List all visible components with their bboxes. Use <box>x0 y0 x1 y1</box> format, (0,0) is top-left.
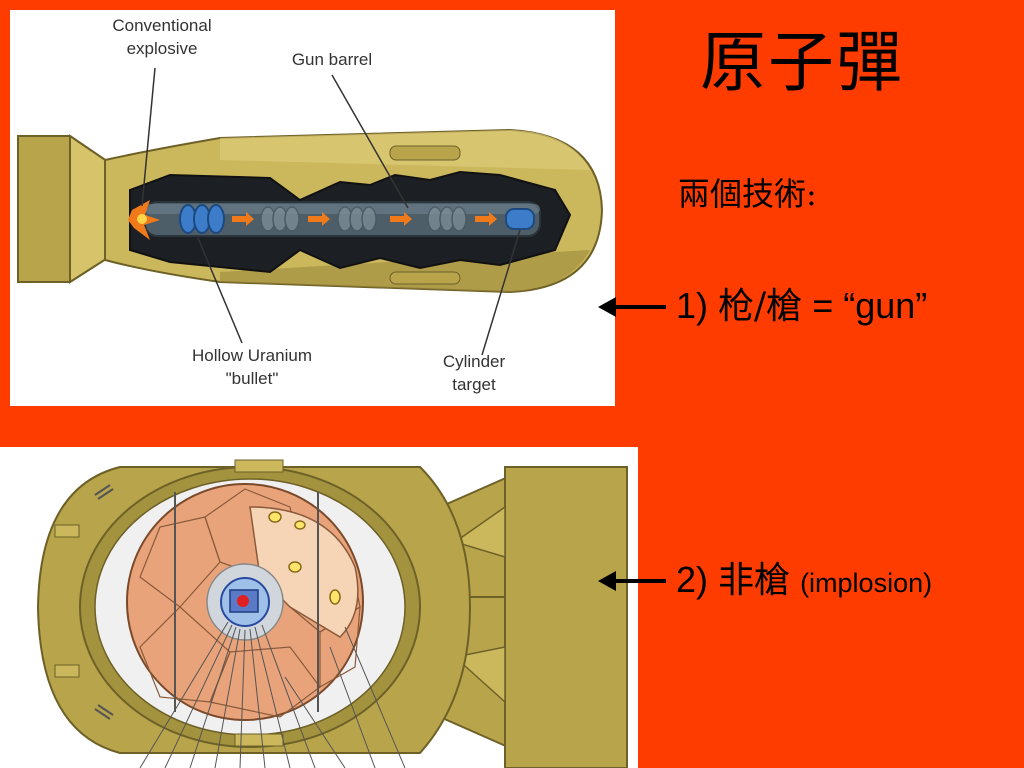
label-explosive-2: explosive <box>127 39 198 58</box>
label-bullet-1: Hollow Uranium <box>192 346 312 365</box>
cylinder-target <box>505 208 535 230</box>
item1-chinese: 枪/槍 <box>718 286 803 327</box>
technique-gun: 1) 枪/槍 = “gun” <box>676 288 927 325</box>
gun-type-diagram: Conventional explosive Gun barrel Hollow… <box>10 10 615 406</box>
slide-subtitle: 兩個技術: <box>678 175 817 213</box>
item2-chinese: 非槍 <box>718 560 791 601</box>
initiator <box>237 595 249 607</box>
implosion-type-diagram <box>0 447 638 768</box>
item1-number: 1) <box>676 285 709 326</box>
left-arrow-icon <box>598 297 666 317</box>
item1-english: = “gun” <box>812 285 928 326</box>
slide-title: 原子彈 <box>700 24 904 101</box>
item2-number: 2) <box>676 559 709 600</box>
label-barrel: Gun barrel <box>292 50 372 69</box>
label-explosive-1: Conventional <box>112 16 211 35</box>
implosion-bomb-illustration <box>36 459 628 768</box>
detonator <box>268 511 341 605</box>
label-target-1: Cylinder <box>443 352 506 371</box>
gun-bomb-illustration: Conventional explosive Gun barrel Hollow… <box>17 16 604 394</box>
uranium-bullet <box>179 204 225 234</box>
label-target-2: target <box>452 375 496 394</box>
tail-box <box>504 466 628 768</box>
technique-implosion: 2) 非槍 (implosion) <box>676 562 932 599</box>
item2-english: (implosion) <box>800 568 933 598</box>
label-bullet-2: "bullet" <box>226 369 279 388</box>
left-arrow-icon <box>598 571 666 591</box>
